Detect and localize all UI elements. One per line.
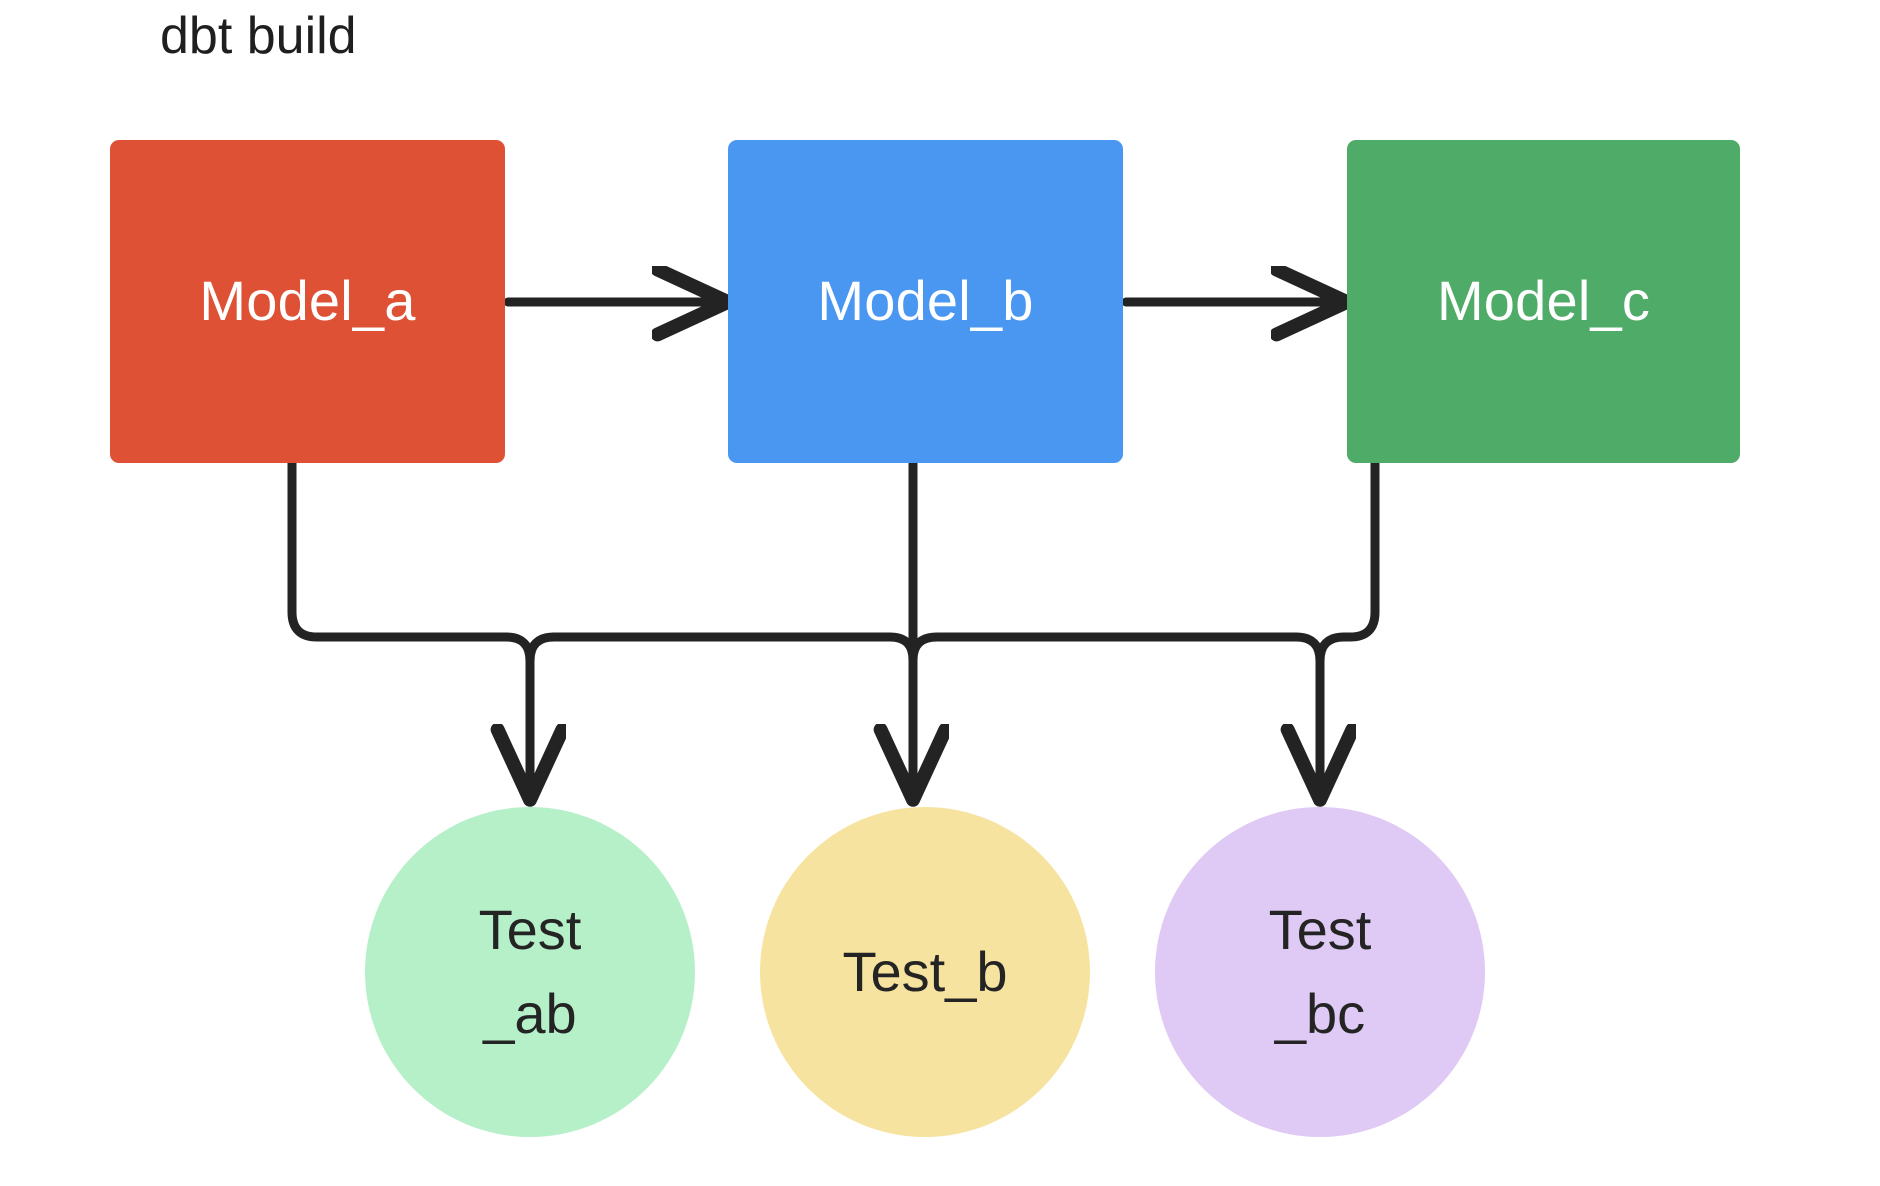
edge-model-a-to-bus [287,458,511,642]
edge-bus-left [549,632,918,665]
node-model-a[interactable]: Model_a [110,140,505,463]
edge-bus-to-test-ab-mirror [525,632,559,666]
node-test-bc[interactable]: Test _bc [1155,807,1485,1137]
node-model-c[interactable]: Model_c [1347,140,1740,463]
node-test-ab-label: Test _ab [478,898,582,1045]
edge-bus-to-model-c [1339,458,1380,642]
node-model-c-label: Model_c [1436,269,1651,333]
node-test-b[interactable]: Test_b [760,807,1090,1137]
edge-bus-to-test-bc-mirror [1315,632,1349,666]
node-test-bc-label: Test _bc [1268,898,1372,1045]
node-model-b[interactable]: Model_b [728,140,1123,463]
node-model-a-label: Model_a [199,269,416,333]
node-model-b-label: Model_b [817,269,1034,333]
diagram-title: dbt build [160,7,357,65]
node-test-ab[interactable]: Test _ab [365,807,695,1137]
edge-bus-right [908,632,1301,665]
node-test-b-label: Test_b [842,940,1008,1003]
